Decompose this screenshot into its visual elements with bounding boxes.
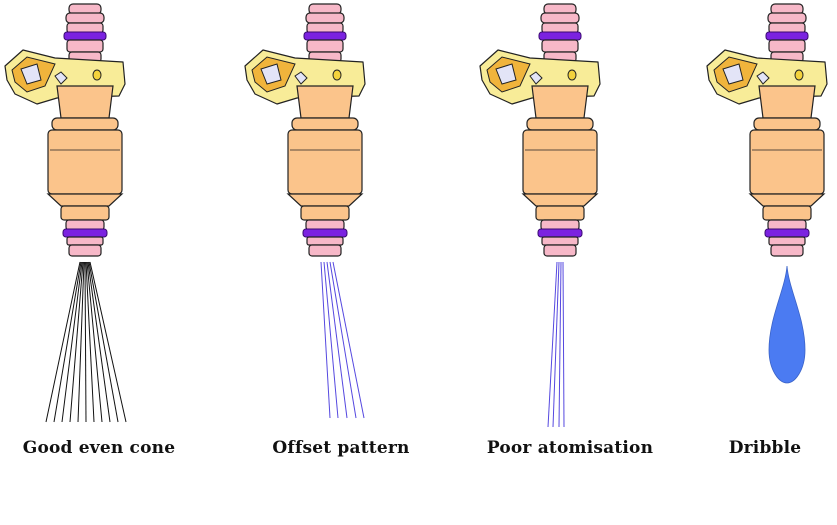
body-taper (521, 193, 599, 207)
cap-segment (65, 12, 105, 24)
cap-segment (768, 39, 806, 53)
spray-line (61, 261, 83, 423)
cap-segment (66, 39, 104, 53)
body-collar (296, 85, 354, 119)
spray-line (332, 261, 365, 419)
connector-pin (756, 71, 770, 85)
nozzle-segment (768, 236, 806, 246)
upper-o-ring (303, 31, 347, 41)
spray-line (88, 261, 119, 423)
body-taper (46, 193, 124, 207)
upper-o-ring (63, 31, 107, 41)
lower-o-ring (537, 228, 583, 238)
nozzle-tip (770, 244, 804, 257)
injector-even-cone (4, 3, 127, 423)
spray-line (84, 261, 87, 423)
connector-pin (54, 71, 68, 85)
caption-dribble: Dribble (728, 438, 802, 458)
body-collar (758, 85, 816, 119)
connector-pin (294, 71, 308, 85)
injector-poor-atomisation (479, 3, 601, 428)
body-lower-band (762, 205, 812, 221)
injector-dribble (706, 3, 828, 384)
nozzle-segment (541, 236, 579, 246)
cap-segment (540, 12, 580, 24)
spray-line (53, 261, 82, 423)
spray-line (552, 261, 560, 428)
caption-poor-atomisation: Poor atomisation (486, 438, 654, 458)
fuel-droplet (768, 265, 806, 384)
spray-line (45, 261, 81, 423)
caption-good-even-cone: Good even cone (22, 438, 176, 458)
spray-line (69, 261, 84, 423)
connector-latch (332, 69, 342, 81)
spray-line (329, 261, 357, 419)
spray-line (87, 261, 111, 423)
upper-o-ring (538, 31, 582, 41)
spray-line (562, 261, 565, 428)
connector-pin (722, 63, 744, 85)
body-taper (286, 193, 364, 207)
nozzle-segment (306, 236, 344, 246)
injector-body (47, 129, 123, 195)
cap-segment (306, 39, 344, 53)
body-taper (748, 193, 826, 207)
spray-line (323, 261, 339, 419)
lower-o-ring (62, 228, 108, 238)
connector-pin (20, 63, 42, 85)
injector-body (749, 129, 825, 195)
cap-segment (305, 12, 345, 24)
connector-pin (260, 63, 282, 85)
spray-line (558, 261, 562, 428)
upper-o-ring (765, 31, 809, 41)
nozzle-segment (66, 236, 104, 246)
injector-body (287, 129, 363, 195)
body-lower-band (535, 205, 585, 221)
spray-line (320, 261, 331, 419)
lower-o-ring (764, 228, 810, 238)
spray-line (547, 261, 558, 428)
nozzle-tip (308, 244, 342, 257)
spray-line (86, 261, 103, 423)
caption-offset-pattern: Offset pattern (272, 438, 410, 458)
connector-pin (529, 71, 543, 85)
nozzle-tip (68, 244, 102, 257)
nozzle-tip (543, 244, 577, 257)
body-lower-band (300, 205, 350, 221)
connector-pin (495, 63, 517, 85)
connector-latch (92, 69, 102, 81)
spray-line (326, 261, 348, 419)
body-shoulder (526, 117, 594, 131)
lower-o-ring (302, 228, 348, 238)
connector-latch (794, 69, 804, 81)
spray-line (85, 261, 95, 423)
body-collar (56, 85, 114, 119)
spray-line (89, 261, 127, 423)
body-shoulder (753, 117, 821, 131)
connector-latch (567, 69, 577, 81)
body-shoulder (51, 117, 119, 131)
body-shoulder (291, 117, 359, 131)
injector-offset (244, 3, 366, 419)
body-collar (531, 85, 589, 119)
body-lower-band (60, 205, 110, 221)
cap-segment (767, 12, 807, 24)
spray-line (77, 261, 85, 423)
cap-segment (541, 39, 579, 53)
injector-body (522, 129, 598, 195)
